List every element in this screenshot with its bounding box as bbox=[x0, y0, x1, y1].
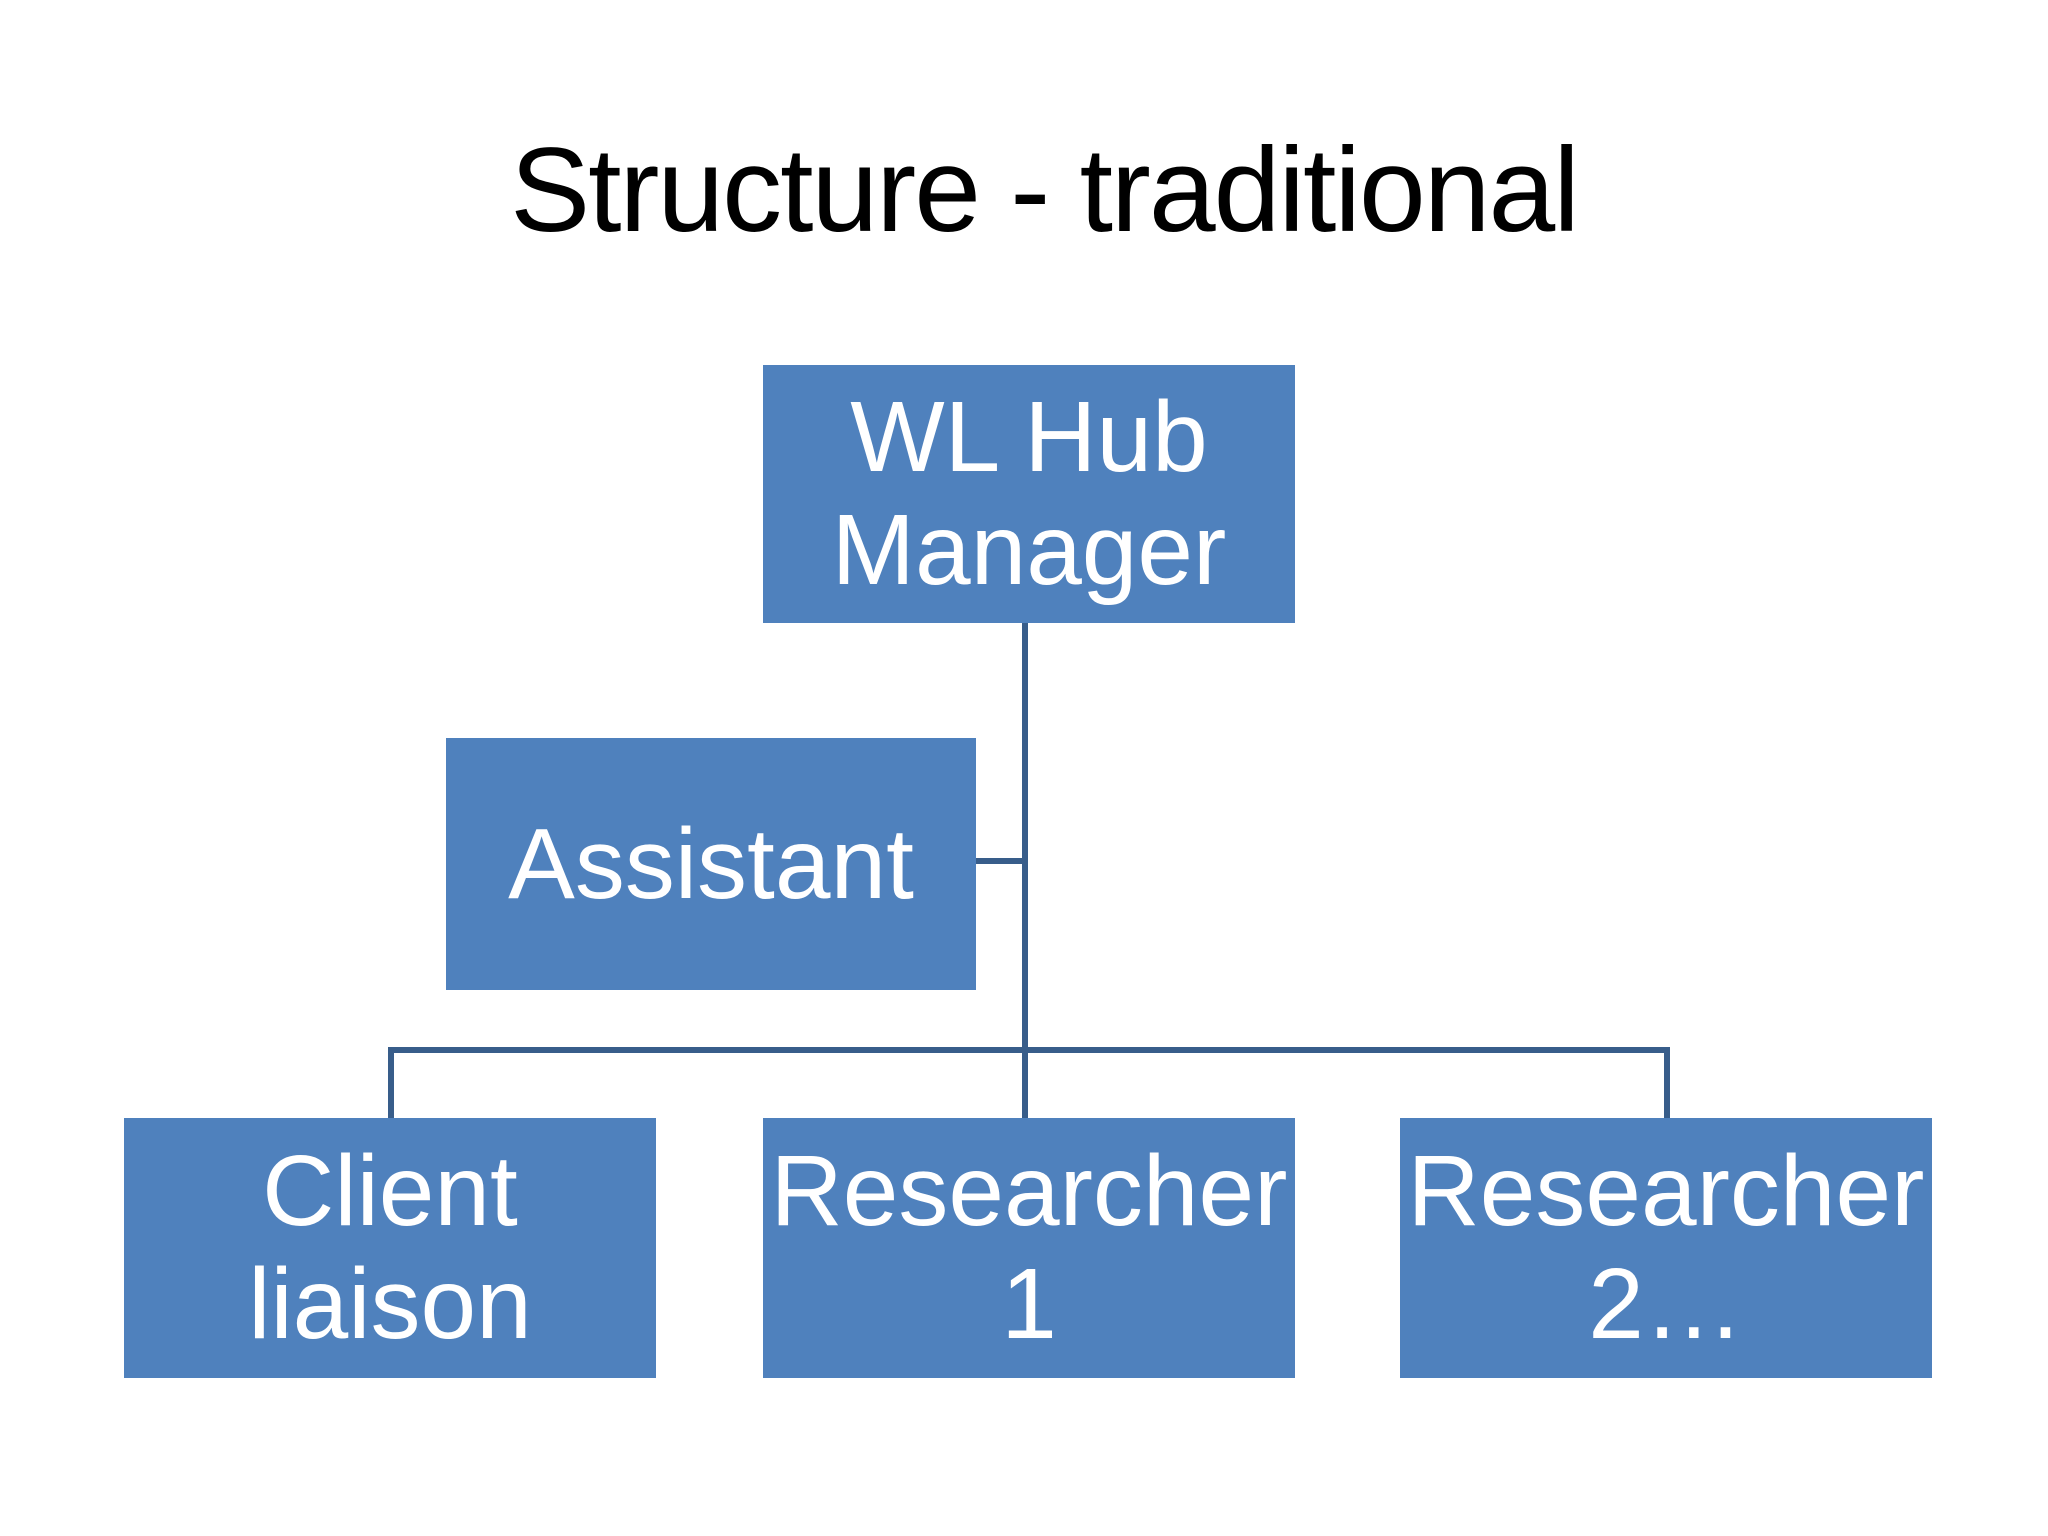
connector-horizontal-bus bbox=[388, 1047, 1670, 1053]
node-label-line: Manager bbox=[831, 494, 1227, 606]
connector-assistant-stub bbox=[976, 858, 1025, 864]
org-node-researcher-2[interactable]: Researcher 2… bbox=[1400, 1118, 1932, 1378]
node-label-line: 2… bbox=[1588, 1248, 1744, 1360]
org-node-client-liaison[interactable]: Client liaison bbox=[124, 1118, 656, 1378]
org-node-researcher-1[interactable]: Researcher 1 bbox=[763, 1118, 1295, 1378]
node-label-line: Client bbox=[262, 1135, 518, 1247]
node-label-line: Researcher bbox=[1407, 1135, 1925, 1247]
org-node-wl-hub-manager[interactable]: WL Hub Manager bbox=[763, 365, 1295, 623]
connector-drop-researcher-2 bbox=[1664, 1047, 1670, 1118]
connector-manager-to-row bbox=[1022, 623, 1028, 1118]
org-node-assistant[interactable]: Assistant bbox=[446, 738, 976, 990]
node-label-line: WL Hub bbox=[850, 381, 1208, 493]
node-label-line: Assistant bbox=[508, 807, 914, 920]
node-label-line: Researcher bbox=[770, 1135, 1288, 1247]
node-label-line: liaison bbox=[248, 1248, 532, 1360]
connector-drop-client-liaison bbox=[388, 1047, 394, 1118]
slide-title: Structure - traditional bbox=[510, 123, 1580, 257]
node-label-line: 1 bbox=[1001, 1248, 1057, 1360]
